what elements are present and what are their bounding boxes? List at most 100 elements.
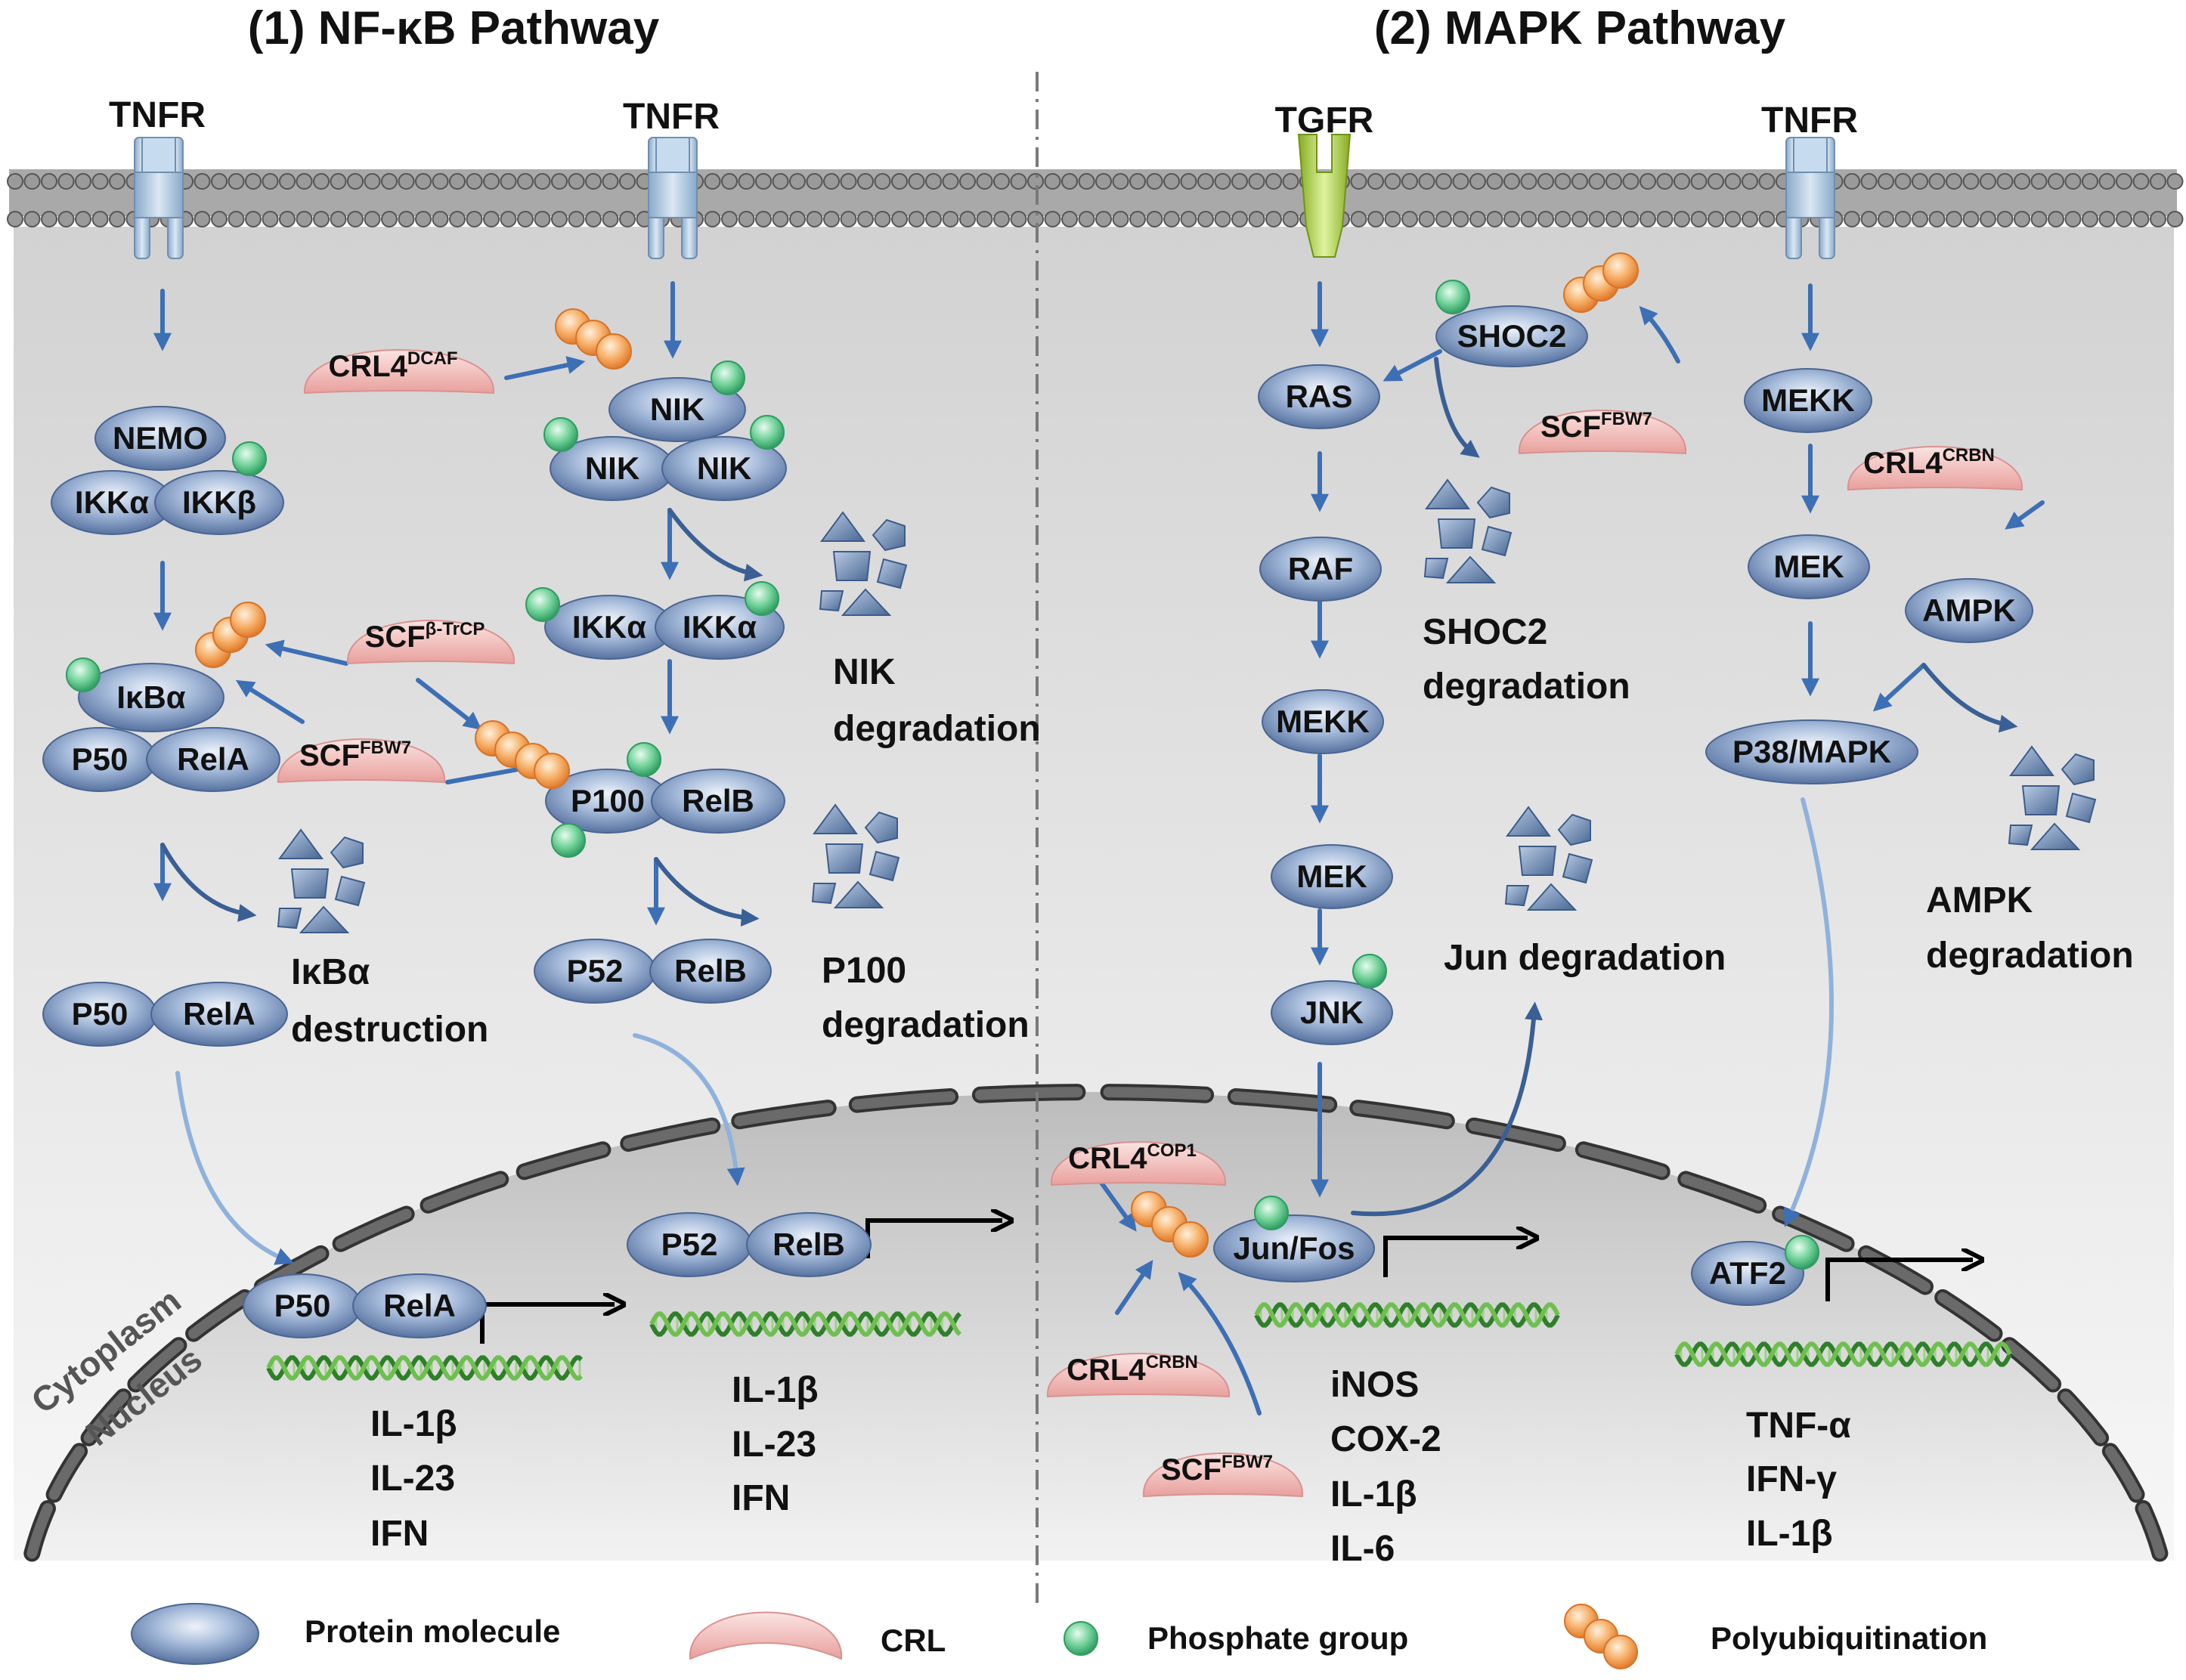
- dna-strands: [266, 1302, 2012, 1381]
- protein-label: NIK: [585, 450, 639, 486]
- gene-label: IFN: [370, 1514, 429, 1554]
- legend-crl-swatch: [689, 1611, 843, 1660]
- protein-label: RelA: [183, 996, 255, 1032]
- lipid-head: [466, 173, 483, 190]
- protein-label: IKKβ: [182, 484, 256, 520]
- lipid-head: [296, 211, 313, 227]
- phosphate-group-icon: [750, 415, 785, 450]
- protein-nik1: NIK: [608, 377, 746, 442]
- protein-mekk2: MEKK: [1744, 368, 1872, 433]
- polyubiquitin-chain-icon: [555, 308, 632, 370]
- dna-helix-icon: [649, 1311, 962, 1337]
- lipid-head: [534, 211, 551, 227]
- lipid-head: [1554, 211, 1571, 227]
- gene-label: iNOS: [1330, 1365, 1419, 1405]
- pathway-arrow: [1872, 663, 1926, 712]
- crl-shape-icon: [1046, 1353, 1231, 1398]
- dna-helix-icon: [266, 1355, 584, 1381]
- crl-label: SCFFBW7: [299, 738, 411, 772]
- phosphate-group-icon: [711, 360, 745, 395]
- lipid-head: [1503, 173, 1520, 190]
- lipid-head: [959, 173, 976, 190]
- protein-junfos: Jun/Fos: [1213, 1214, 1375, 1282]
- protein-rela_c: RelA: [352, 1273, 487, 1338]
- crl-complex: SCFFBW7: [277, 738, 446, 784]
- crl-complex: SCFFBW7: [1518, 409, 1687, 455]
- receptor-label: TNFR: [623, 97, 720, 137]
- phosphate-group-icon: [1785, 1235, 1819, 1270]
- lipid-head: [1962, 211, 1980, 227]
- lipid-head: [1588, 173, 1605, 190]
- protein-shape: [1262, 689, 1384, 754]
- lipid-head: [2150, 173, 2166, 190]
- lipid-head: [568, 173, 585, 190]
- protein-p50c: P50: [243, 1273, 362, 1338]
- degradation-arrow: [1921, 663, 2018, 733]
- lipid-head: [1486, 211, 1503, 227]
- crl-label: CRL4DCAF: [328, 348, 457, 383]
- gene-list-3: iNOS COX-2 IL-1β IL-6: [1330, 1365, 1441, 1569]
- protein-mek2: MEK: [1748, 534, 1870, 599]
- lipid-head: [245, 173, 262, 190]
- lipid-head: [194, 211, 211, 227]
- lipid-head: [1980, 173, 1996, 190]
- protein-label: IKKα: [572, 609, 646, 645]
- lipid-head: [1214, 173, 1231, 190]
- lipid-head: [313, 173, 330, 190]
- lipid-head: [534, 173, 551, 190]
- lipid-head: [194, 173, 211, 190]
- protein-shape: [1705, 719, 1918, 784]
- lipid-head: [755, 173, 772, 190]
- lipid-head: [1946, 173, 1962, 190]
- lipid-head: [449, 173, 466, 190]
- protein-p50a: P50: [42, 727, 157, 792]
- gene-label: COX-2: [1330, 1419, 1441, 1459]
- lipid-head: [211, 211, 228, 227]
- crl-shape-icon: [1142, 1453, 1304, 1498]
- gene-label: IL-1β: [1330, 1474, 1417, 1514]
- lipid-head: [806, 173, 823, 190]
- protein-label: P50: [72, 996, 128, 1032]
- protein-shape: [1744, 368, 1872, 433]
- protein-relb1: RelB: [651, 769, 785, 834]
- phosphate-group-icon: [745, 581, 779, 616]
- lipid-head: [2098, 173, 2116, 190]
- lipid-head: [279, 211, 296, 227]
- protein-shape: [1905, 578, 2033, 643]
- degradation-fragments-icon: [277, 828, 366, 933]
- lipid-head: [925, 173, 942, 190]
- lipid-head: [313, 211, 330, 227]
- pathway-arrow: [2005, 500, 2045, 530]
- lipid-head: [704, 173, 721, 190]
- lipid-head: [619, 173, 636, 190]
- lipid-head: [1282, 173, 1299, 190]
- lipid-head: [2166, 211, 2184, 227]
- lipid-head: [568, 211, 585, 227]
- envelope-segment: [83, 1391, 129, 1443]
- gene-label: TNF-α: [1746, 1406, 1851, 1446]
- degradation-arrow: [160, 843, 257, 922]
- lipid-head: [2116, 173, 2132, 190]
- receptors: [134, 134, 1835, 259]
- protein-label: RelA: [383, 1288, 456, 1323]
- lipid-head: [347, 211, 364, 227]
- shoc2-degradation-label: degradation: [1423, 667, 1630, 707]
- lipid-head: [1401, 173, 1418, 190]
- lipid-head: [364, 211, 381, 227]
- lipid-head: [211, 173, 228, 190]
- lipid-head: [585, 173, 602, 190]
- lipid-head: [2132, 173, 2150, 190]
- lipid-head: [1758, 211, 1776, 227]
- lipid-head: [109, 211, 125, 227]
- protein-shape: [746, 1212, 872, 1277]
- legend: Protein molecule CRL Phosphate group Pol…: [131, 1603, 1987, 1669]
- lipid-head: [1690, 211, 1708, 227]
- lipid-head: [1996, 211, 2014, 227]
- lipid-head: [1844, 211, 1860, 227]
- phosphate-group-icon: [1352, 954, 1387, 989]
- protein-shape: [94, 406, 226, 471]
- protein-ikba: IκBα: [78, 663, 224, 732]
- lipid-head: [1044, 211, 1061, 227]
- polyubiquitin-chain-icon: [475, 720, 570, 789]
